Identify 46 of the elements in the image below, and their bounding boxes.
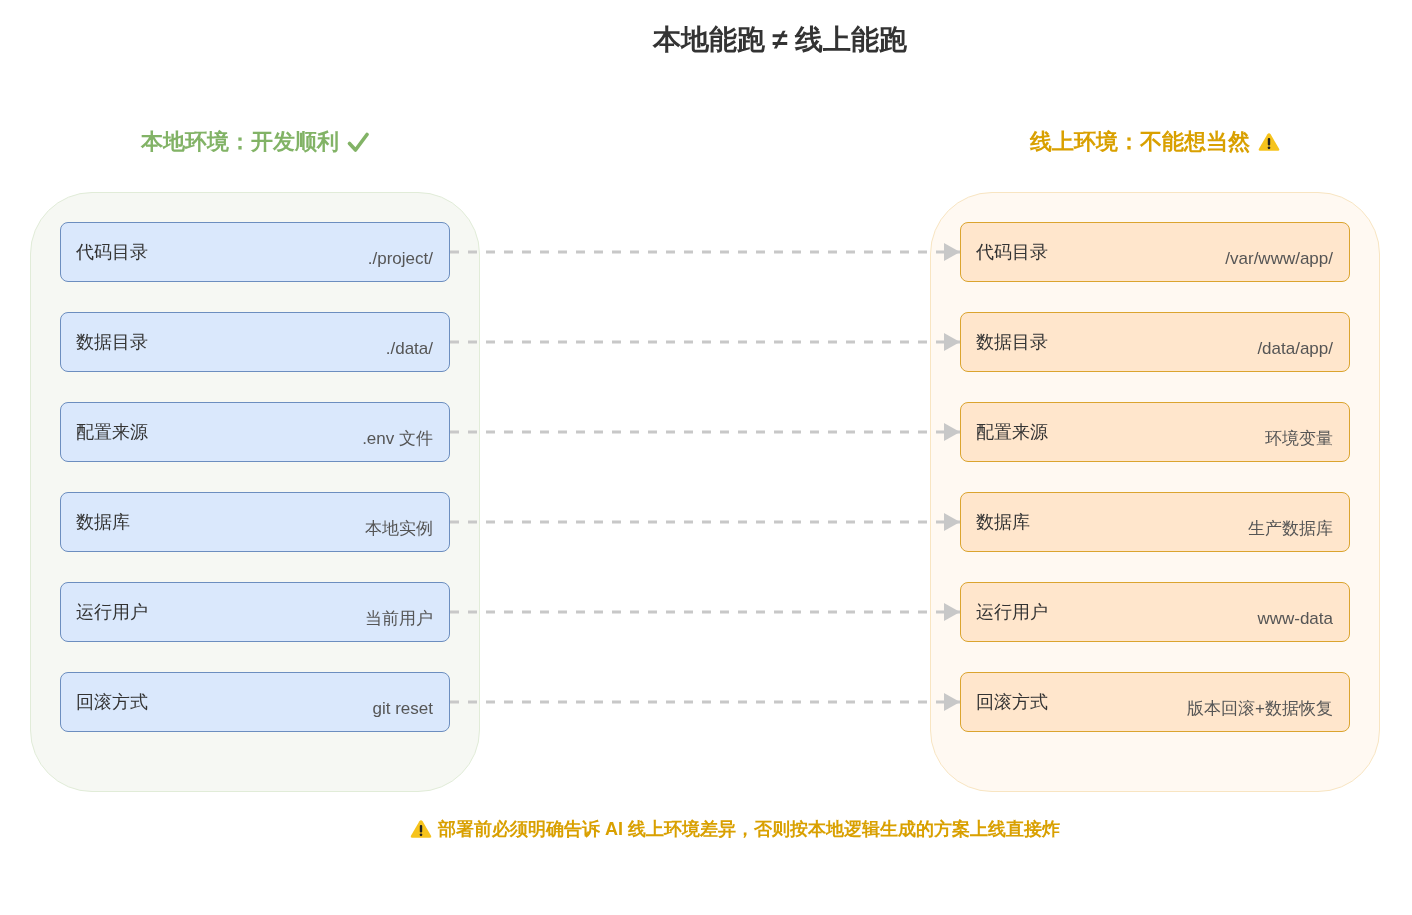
panel-heading: 本地环境：开发顺利: [141, 128, 339, 156]
setting-box: [60, 672, 450, 732]
setting-value: www-data: [1257, 608, 1333, 630]
warning-note: 部署前必须明确告诉 AI 线上环境差异，否则按本地逻辑生成的方案上线直接炸: [438, 818, 1060, 841]
dashed-arrow: [450, 603, 960, 621]
setting-value: /var/www/app/: [1225, 248, 1333, 270]
setting-box: [960, 672, 1350, 732]
setting-name: 代码目录: [976, 241, 1048, 264]
setting-value: /data/app/: [1257, 338, 1333, 360]
dashed-arrow: [450, 513, 960, 531]
setting-name: 配置来源: [976, 421, 1048, 444]
setting-box: [960, 402, 1350, 462]
setting-value: 当前用户: [365, 608, 433, 630]
setting-box: [60, 582, 450, 642]
panel-heading: 线上环境：不能想当然: [1030, 128, 1250, 156]
setting-value: ./data/: [385, 338, 433, 360]
dashed-arrow: [450, 693, 960, 711]
setting-box: [960, 222, 1350, 282]
setting-value: 版本回滚+数据恢复: [1187, 698, 1333, 720]
setting-value: ./project/: [367, 248, 433, 270]
setting-value: 环境变量: [1265, 428, 1333, 450]
setting-name: 数据库: [76, 511, 130, 534]
setting-name: 代码目录: [76, 241, 148, 264]
setting-box: [60, 312, 450, 372]
diagram-title: 本地能跑 ≠ 线上能跑: [651, 23, 909, 57]
setting-name: 数据目录: [976, 331, 1048, 354]
setting-box: [60, 222, 450, 282]
setting-name: 回滚方式: [76, 691, 148, 714]
setting-value: git reset: [372, 698, 433, 720]
setting-name: 运行用户: [76, 601, 148, 624]
setting-name: 数据库: [976, 511, 1030, 534]
setting-box: [960, 492, 1350, 552]
setting-value: 生产数据库: [1248, 518, 1333, 540]
setting-value: .env 文件: [362, 428, 433, 450]
setting-box: [60, 402, 450, 462]
setting-name: 回滚方式: [976, 691, 1048, 714]
setting-box: [960, 312, 1350, 372]
setting-name: 配置来源: [76, 421, 148, 444]
setting-name: 运行用户: [976, 601, 1048, 624]
dashed-arrow: [450, 243, 960, 261]
setting-name: 数据目录: [76, 331, 148, 354]
dashed-arrow: [450, 423, 960, 441]
dashed-arrow: [450, 333, 960, 351]
setting-box: [60, 492, 450, 552]
setting-box: [960, 582, 1350, 642]
setting-value: 本地实例: [365, 518, 433, 540]
